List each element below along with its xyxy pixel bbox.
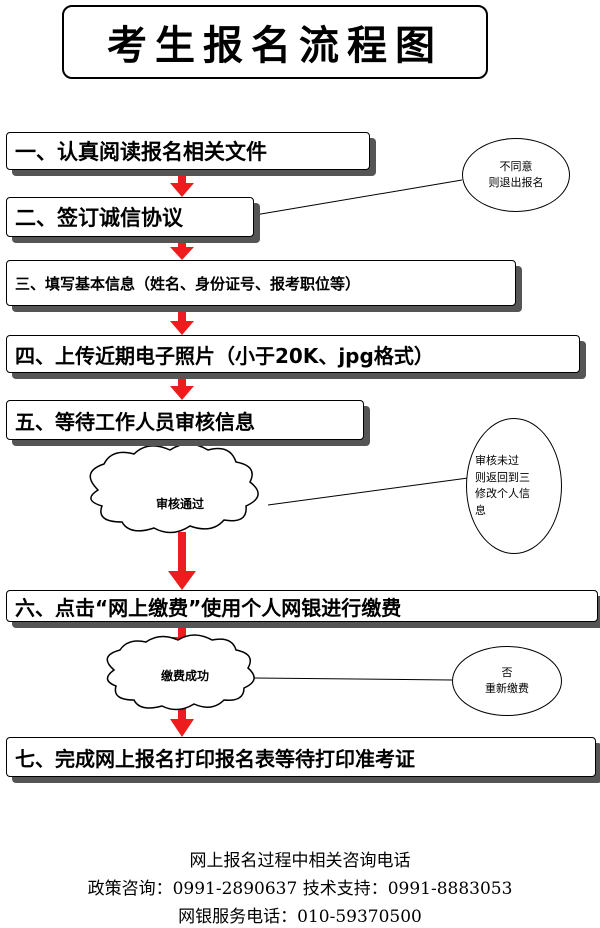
step-4-label: 四、上传近期电子照片（小于20K、jpg格式）	[15, 343, 434, 368]
step-6: 六、点击“网上缴费”使用个人网银进行缴费	[6, 590, 598, 622]
step-3: 三、填写基本信息（姓名、身份证号、报考职位等）	[6, 260, 516, 306]
page-title: 考生报名流程图	[62, 5, 488, 79]
note-payment-fail-line2: 重新缴费	[485, 682, 529, 695]
note-review-fail: 审核未过 则返回到三 修改个人信 息	[466, 418, 562, 554]
step-2: 二、签订诚信协议	[6, 197, 254, 237]
footer-bank-phone: 网银服务电话：010-59370500	[178, 907, 422, 927]
step-6-label: 六、点击“网上缴费”使用个人网银进行缴费	[15, 595, 402, 620]
note-payment-fail: 否 重新缴费	[452, 646, 562, 716]
step-5-label: 五、等待工作人员审核信息	[15, 409, 255, 434]
step-7-label: 七、完成网上报名打印报名表等待打印准考证	[15, 746, 415, 771]
footer-contacts: 政策咨询：0991-2890637 技术支持：0991-8883053	[87, 879, 513, 899]
cloud-review-pass-shape	[89, 443, 259, 534]
note-line-payment-fail	[249, 677, 453, 681]
arrow-3-to-4	[170, 308, 194, 335]
note-line-disagree	[254, 179, 463, 216]
arrow-cloud-to-6	[168, 532, 196, 590]
step-1-label: 一、认真阅读报名相关文件	[15, 140, 267, 164]
note-review-fail-line3: 修改个人信	[475, 487, 530, 500]
note-review-fail-line2: 则返回到三	[475, 470, 530, 484]
arrow-4-to-5	[170, 373, 194, 400]
footer-heading: 网上报名过程中相关咨询电话	[189, 851, 411, 871]
step-7: 七、完成网上报名打印报名表等待打印准考证	[6, 737, 596, 777]
note-review-fail-line4: 息	[475, 503, 486, 517]
note-disagree-line2: 则退出报名	[488, 176, 544, 189]
step-1: 一、认真阅读报名相关文件	[6, 132, 370, 170]
step-2-label: 二、签订诚信协议	[15, 206, 183, 230]
note-review-fail-line1: 审核未过	[475, 454, 519, 467]
note-line-review-fail	[267, 477, 469, 506]
cloud-payment-shape	[106, 634, 255, 711]
step-5: 五、等待工作人员审核信息	[6, 400, 364, 440]
note-disagree-line1: 不同意	[499, 159, 533, 173]
step-3-label: 三、填写基本信息（姓名、身份证号、报考职位等）	[15, 274, 361, 293]
step-4: 四、上传近期电子照片（小于20K、jpg格式）	[6, 335, 580, 373]
note-disagree: 不同意 则退出报名	[462, 138, 570, 212]
arrow-1-to-2	[170, 170, 194, 197]
cloud-review-pass: 审核通过	[155, 496, 204, 511]
note-payment-fail-line1: 否	[501, 665, 513, 679]
cloud-payment-success: 缴费成功	[160, 668, 209, 683]
arrow-2-to-3	[170, 238, 194, 260]
arrow-cloud-to-7	[170, 700, 194, 737]
